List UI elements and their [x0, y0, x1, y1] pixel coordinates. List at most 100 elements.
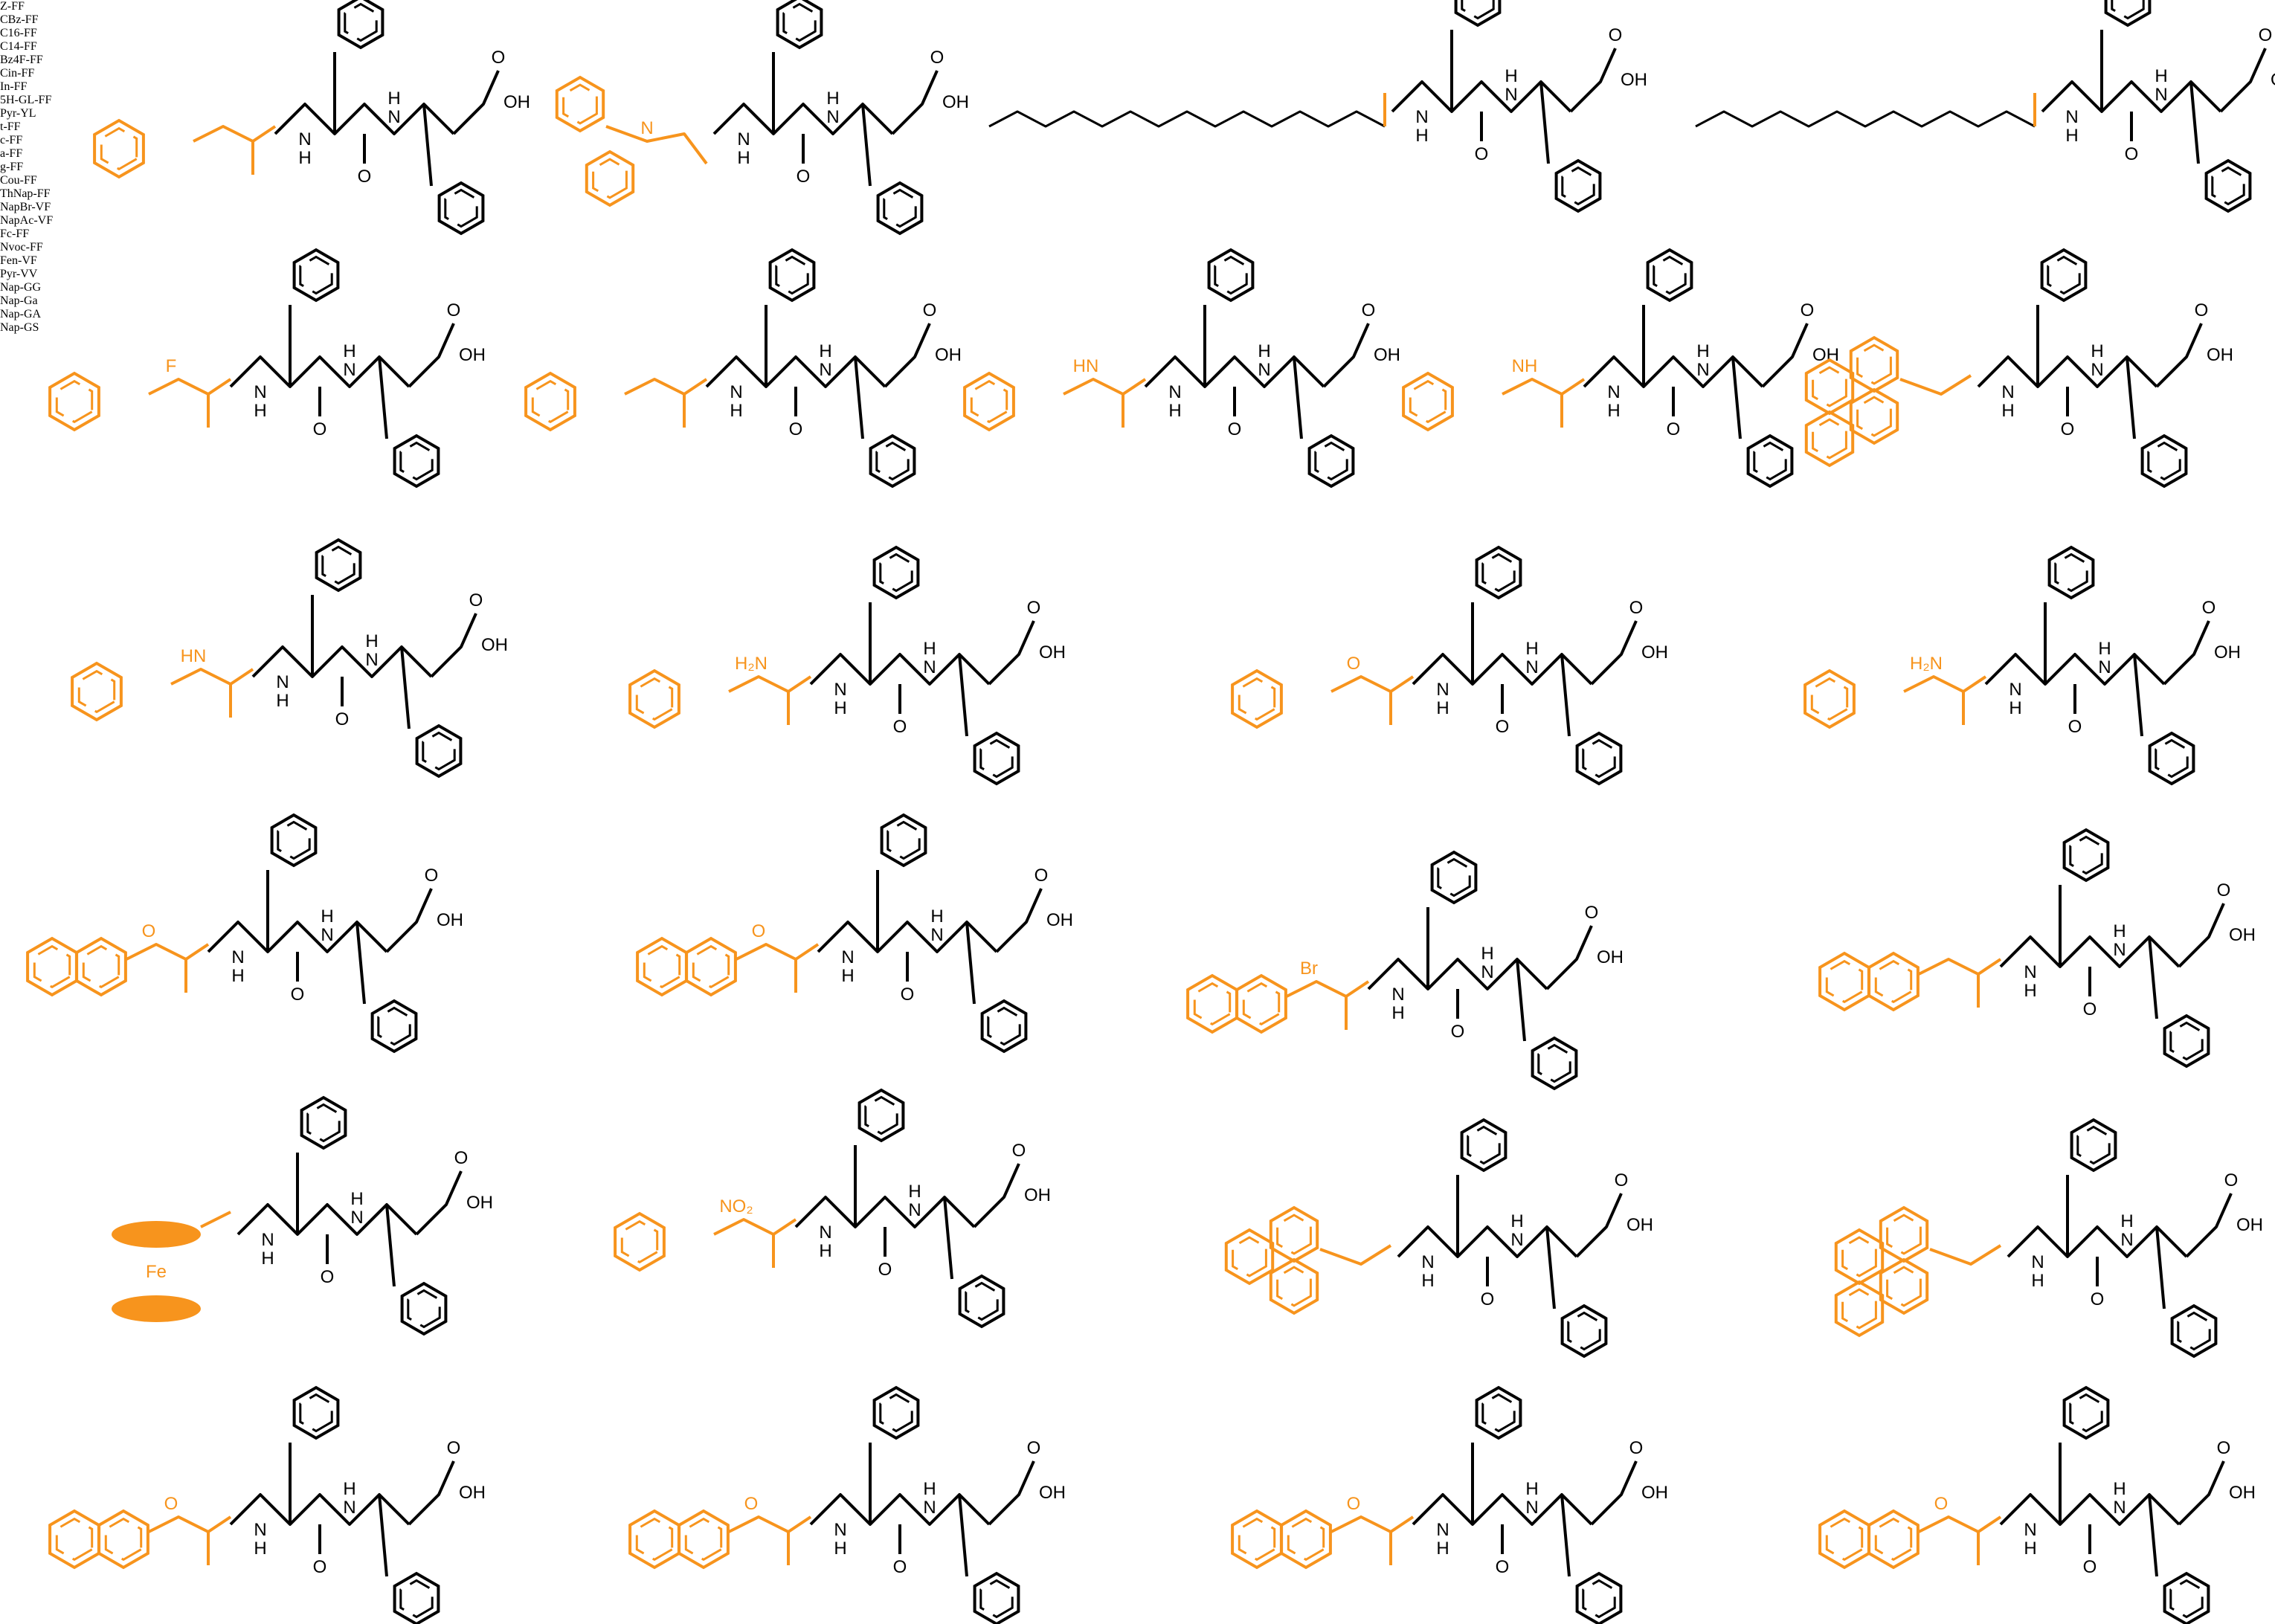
- capping-group: H₂N: [1803, 654, 1987, 729]
- acid-bond: [2178, 1460, 2225, 1526]
- atom-label: H: [1168, 401, 1181, 421]
- capping-group: H₂N: [628, 654, 812, 729]
- phenyl-ring-aromatic: [1537, 1043, 1571, 1083]
- atom-label: OH: [1597, 947, 1624, 967]
- phenyl-ring-aromatic: [864, 1095, 898, 1135]
- phenyl-ring-aromatic: [1461, 0, 1495, 20]
- atom-label: O: [313, 1557, 327, 1577]
- atom-label: OH: [459, 1483, 486, 1503]
- atom-label: N: [737, 129, 750, 149]
- side-chain-bond: [943, 1196, 953, 1280]
- phenyl-ring-aromatic: [299, 1393, 333, 1433]
- atom-label: N: [321, 925, 333, 945]
- phenyl-ring-aromatic: [2169, 1579, 2204, 1619]
- atom-label: H: [350, 1189, 363, 1209]
- aromatic-ring-aromatic: [592, 158, 628, 199]
- capping-group: O: [636, 921, 820, 997]
- aromatic-ring: [1224, 1228, 1275, 1286]
- aromatic-ring: [1280, 1509, 1332, 1570]
- atom-label: O: [789, 419, 803, 439]
- atom-label: H: [254, 401, 266, 421]
- aromatic-ring-aromatic: [104, 1517, 143, 1562]
- atom-label: O: [1629, 598, 1644, 618]
- atom-label: H: [2001, 401, 2014, 421]
- atom-label: N: [923, 657, 936, 677]
- capping-group: N: [555, 75, 708, 207]
- atom-label: H: [276, 691, 289, 711]
- atom-label: OH: [459, 345, 486, 365]
- aromatic-ring-aromatic: [684, 1517, 723, 1562]
- phenyl-ring: [2104, 0, 2152, 28]
- capping-group: HN: [963, 356, 1147, 432]
- atom-label: H: [1510, 1211, 1523, 1231]
- acid-bond: [2178, 903, 2225, 968]
- aromatic-ring-aromatic: [1886, 1214, 1922, 1255]
- phenyl-ring: [880, 813, 927, 868]
- acid-bond: [385, 888, 433, 953]
- phenyl-ring-aromatic: [979, 1579, 1014, 1619]
- atom-label: N: [2009, 680, 2021, 700]
- capping-group: [1695, 93, 2036, 128]
- atom-label: O: [878, 1260, 892, 1280]
- acid-bond: [2219, 48, 2267, 113]
- atom-label: H: [1391, 1003, 1404, 1023]
- atom-label: O: [2217, 1438, 2231, 1458]
- aromatic-ring-aromatic: [1232, 1236, 1267, 1277]
- acid-bond: [1545, 925, 1593, 990]
- capping-group: O: [1231, 1494, 1415, 1570]
- phenyl-ring-aromatic: [1653, 255, 1687, 295]
- side-chain-bond: [422, 103, 433, 187]
- phenyl-ring: [337, 0, 384, 50]
- acid-bond: [1575, 1193, 1623, 1258]
- atom-label: N: [2024, 962, 2036, 982]
- acid-bond: [988, 1460, 1035, 1526]
- phenyl-ring: [1746, 434, 1794, 489]
- atom-label: N: [1421, 1252, 1434, 1272]
- compound-name: Nvoc-FF: [0, 241, 43, 254]
- atom-label: OH: [2207, 345, 2233, 365]
- linker-bond: [1330, 1515, 1415, 1533]
- atom-label: N: [1510, 1230, 1523, 1250]
- phenyl-ring: [1307, 434, 1355, 489]
- aromatic-ring: [1849, 387, 1899, 445]
- phenyl-ring-aromatic: [1481, 552, 1516, 593]
- linker-bond: [713, 1218, 797, 1236]
- compound-name: Fen-VF: [0, 254, 37, 267]
- atom-label: N: [1481, 962, 1493, 982]
- atom-label: N: [1168, 382, 1181, 402]
- linker-bond: [1502, 378, 1586, 396]
- atom-label: H: [2120, 1211, 2133, 1231]
- phenyl-ring: [393, 434, 440, 489]
- phenyl-ring: [857, 1088, 905, 1143]
- aromatic-ring-aromatic: [1841, 1288, 1877, 1330]
- aromatic-ring-aromatic: [1874, 1517, 1913, 1562]
- linker-bond: [148, 378, 232, 396]
- aromatic-ring: [1879, 1257, 1929, 1315]
- aromatic-ring-aromatic: [1825, 1517, 1864, 1562]
- side-chain-bond: [385, 1204, 396, 1287]
- linker-bond: [728, 1515, 812, 1533]
- atom-label: N: [1525, 1498, 1538, 1518]
- cyclopentadienyl-ring: [112, 1221, 201, 1248]
- phenyl-ring-aromatic: [2147, 441, 2181, 481]
- compound-name: c-FF: [0, 134, 23, 146]
- aromatic-ring-aromatic: [1242, 982, 1281, 1026]
- phenyl-ring-aromatic: [2177, 1311, 2211, 1351]
- compound-name: Nap-GG: [0, 281, 42, 294]
- phenyl-ring-aromatic: [306, 1103, 341, 1143]
- atom-label: H: [908, 1182, 921, 1202]
- aromatic-ring-aromatic: [1276, 1266, 1312, 1307]
- atom-label: OH: [935, 345, 962, 365]
- aromatic-ring-aromatic: [635, 1517, 674, 1562]
- linker-bond: [126, 943, 210, 961]
- atom-label: H: [254, 1538, 266, 1559]
- atom-label: H: [2031, 1271, 2044, 1291]
- capping-group: O: [1818, 1494, 2002, 1570]
- atom-label: N: [930, 925, 943, 945]
- atom-label: H: [730, 401, 742, 421]
- aromatic-ring: [93, 118, 145, 179]
